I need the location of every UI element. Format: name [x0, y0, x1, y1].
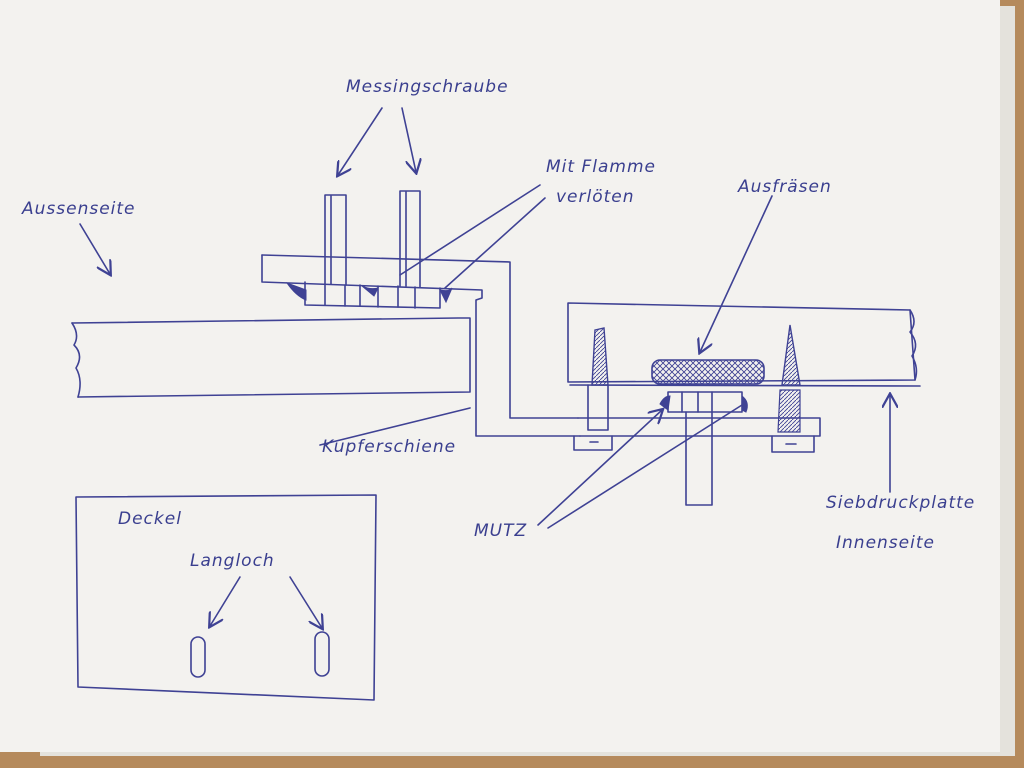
label-innenseite: Innenseite [836, 533, 935, 553]
label-langloch: Langloch [190, 551, 275, 571]
left-nut-block [285, 281, 453, 309]
label-messingschraube: Messingschraube [346, 77, 509, 97]
lid-box [75, 494, 377, 701]
label-aussenseite: Aussenseite [21, 199, 136, 219]
leader-arrows [79, 107, 890, 628]
label-kupferschiene: Kupferschiene [322, 437, 456, 457]
milled-pocket [651, 359, 765, 385]
slot-right [314, 631, 330, 677]
outer-board [71, 317, 471, 398]
label-deckel: Deckel [118, 509, 182, 529]
label-verloeten: verlöten [556, 187, 635, 207]
label-mutz: MUTZ [474, 521, 527, 541]
copper-rail [261, 254, 821, 437]
paper-sheet [0, 0, 1000, 752]
label-ausfraesen: Ausfräsen [737, 177, 832, 197]
left-clamp [573, 327, 613, 451]
label-mit-flamme: Mit Flamme [546, 157, 656, 177]
slot-left [190, 636, 206, 678]
screen-printing-plate [567, 302, 921, 387]
center-bolt [659, 391, 748, 506]
label-siebdruckplatte: Siebdruckplatte [826, 493, 975, 513]
right-clamp [771, 324, 815, 453]
